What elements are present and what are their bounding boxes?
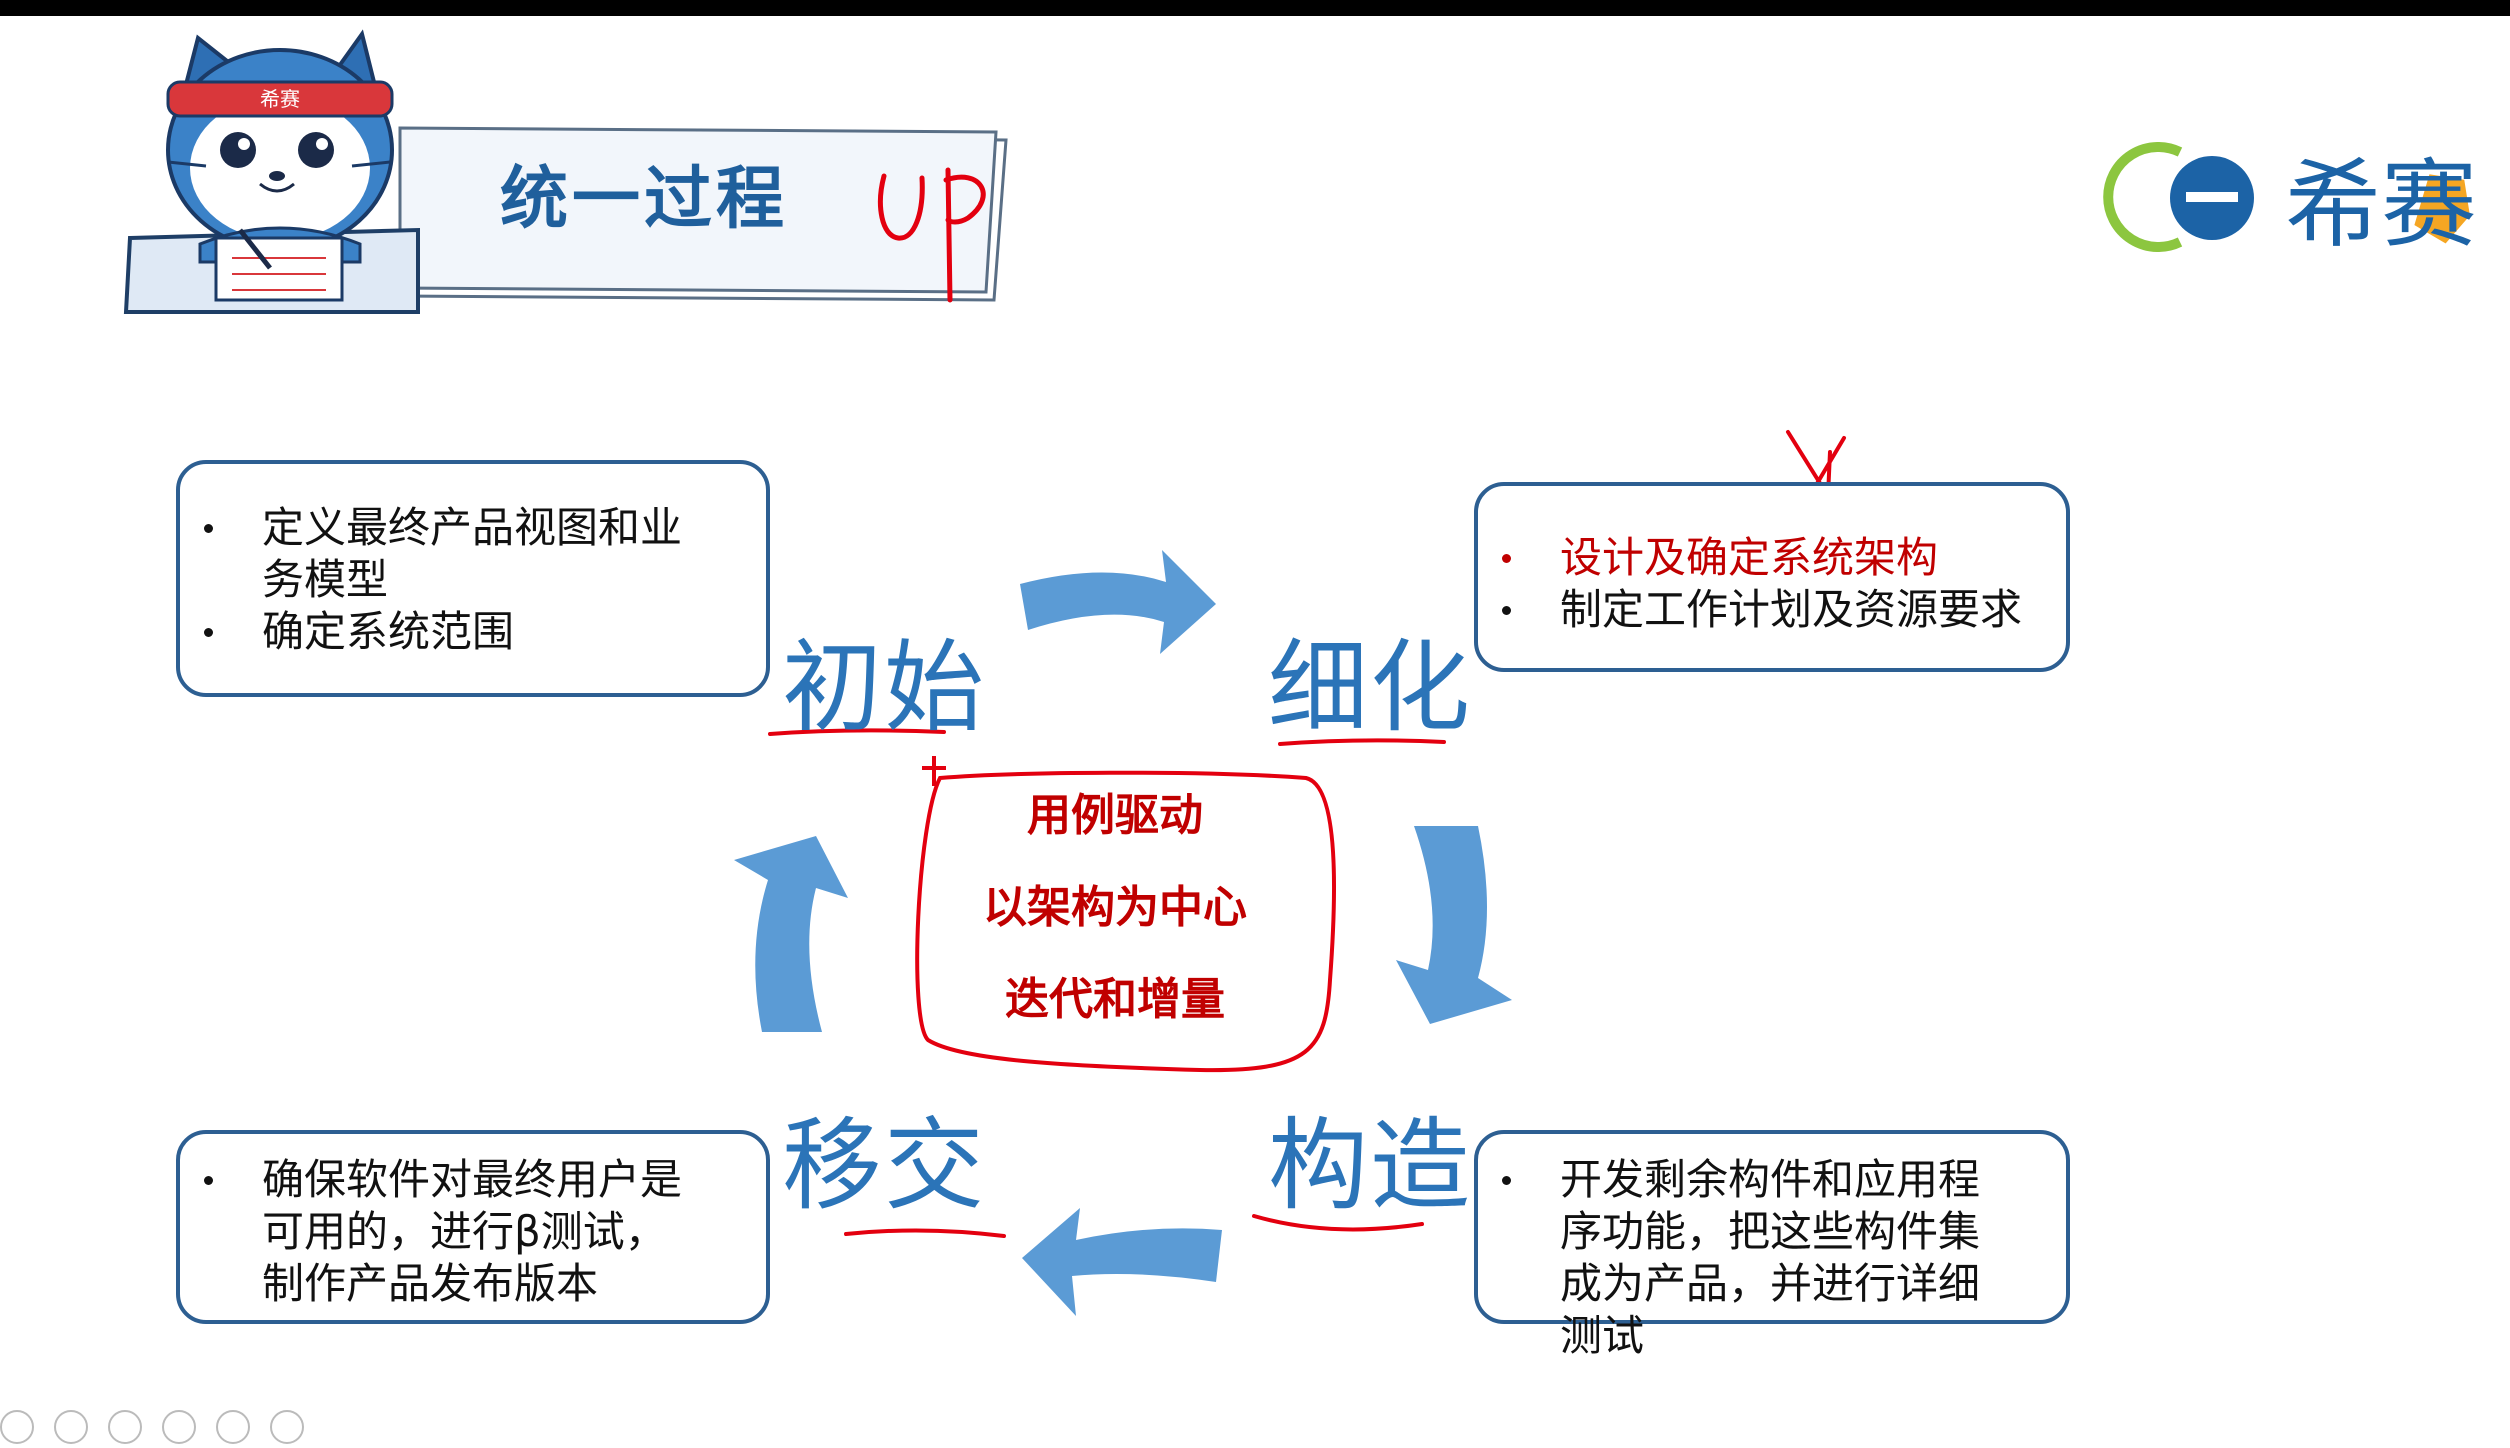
transition-bullet-1: 确保软件对最终用户是可用的，进行β测试，制作产品发布版本 — [180, 1154, 686, 1310]
brand-logo-text: 希赛 — [2285, 149, 2477, 261]
toolbar-pen-icon[interactable] — [108, 1410, 142, 1444]
phase-elaboration-label: 细化 — [1268, 629, 1472, 746]
arrow-elaboration-to-construction — [1396, 826, 1512, 1024]
bottom-toolbar — [0, 1410, 324, 1448]
handwritten-up-mark — [878, 167, 986, 303]
toolbar-view-icon[interactable] — [162, 1410, 196, 1444]
arrow-transition-to-initial — [734, 836, 848, 1032]
phase-underlines — [768, 728, 1446, 1238]
inception-bullet-1: 定义最终产品视图和业务模型 — [180, 502, 682, 606]
elaboration-bullet-1: 设计及确定系统架构 — [1478, 532, 2066, 584]
core-principles: 用例驱动 以架构为中心 迭代和增量 — [940, 770, 1290, 1046]
elaboration-bullet-2: 制定工作计划及资源要求 — [1478, 584, 2066, 636]
toolbar-more-icon[interactable] — [270, 1410, 304, 1444]
construction-box: 开发剩余构件和应用程序功能，把这些构件集成为产品，并进行详细测试 — [1474, 1130, 2070, 1360]
elaboration-box: 设计及确定系统架构 制定工作计划及资源要求 — [1474, 482, 2070, 672]
phase-transition-label: 移交 — [782, 1107, 986, 1224]
phase-inception-label: 初始 — [782, 629, 986, 746]
top-black-bar — [0, 0, 2510, 16]
principle-use-case-driven: 用例驱动 — [1027, 790, 1203, 841]
transition-box: 确保软件对最终用户是可用的，进行β测试，制作产品发布版本 — [176, 1130, 770, 1324]
slide-title: 统一过程 — [500, 160, 789, 239]
toolbar-prev-icon[interactable] — [0, 1410, 34, 1444]
arrow-initial-to-elaboration — [1020, 550, 1216, 654]
phase-construction-label: 构造 — [1268, 1107, 1472, 1224]
inception-box: 定义最终产品视图和业务模型 确定系统范围 — [176, 460, 770, 697]
center-ink-loop — [915, 770, 1337, 1073]
principle-architecture-centric: 以架构为中心 — [983, 882, 1247, 933]
mascot-cat-icon — [166, 29, 394, 302]
arrow-construction-to-transition — [1022, 1208, 1222, 1316]
cycle-arrows — [734, 550, 1512, 1316]
principle-iterative-incremental: 迭代和增量 — [1005, 974, 1225, 1025]
brand-logo-icon — [2103, 142, 2475, 252]
inception-bullet-2: 确定系统范围 — [180, 606, 766, 658]
toolbar-next-icon[interactable] — [54, 1410, 88, 1444]
title-banner — [123, 126, 1008, 314]
mascot-band-text: 希赛 — [260, 87, 300, 111]
construction-bullet-1: 开发剩余构件和应用程序功能，把这些构件集成为产品，并进行详细测试 — [1478, 1154, 1984, 1362]
toolbar-zoom-icon[interactable] — [216, 1410, 250, 1444]
